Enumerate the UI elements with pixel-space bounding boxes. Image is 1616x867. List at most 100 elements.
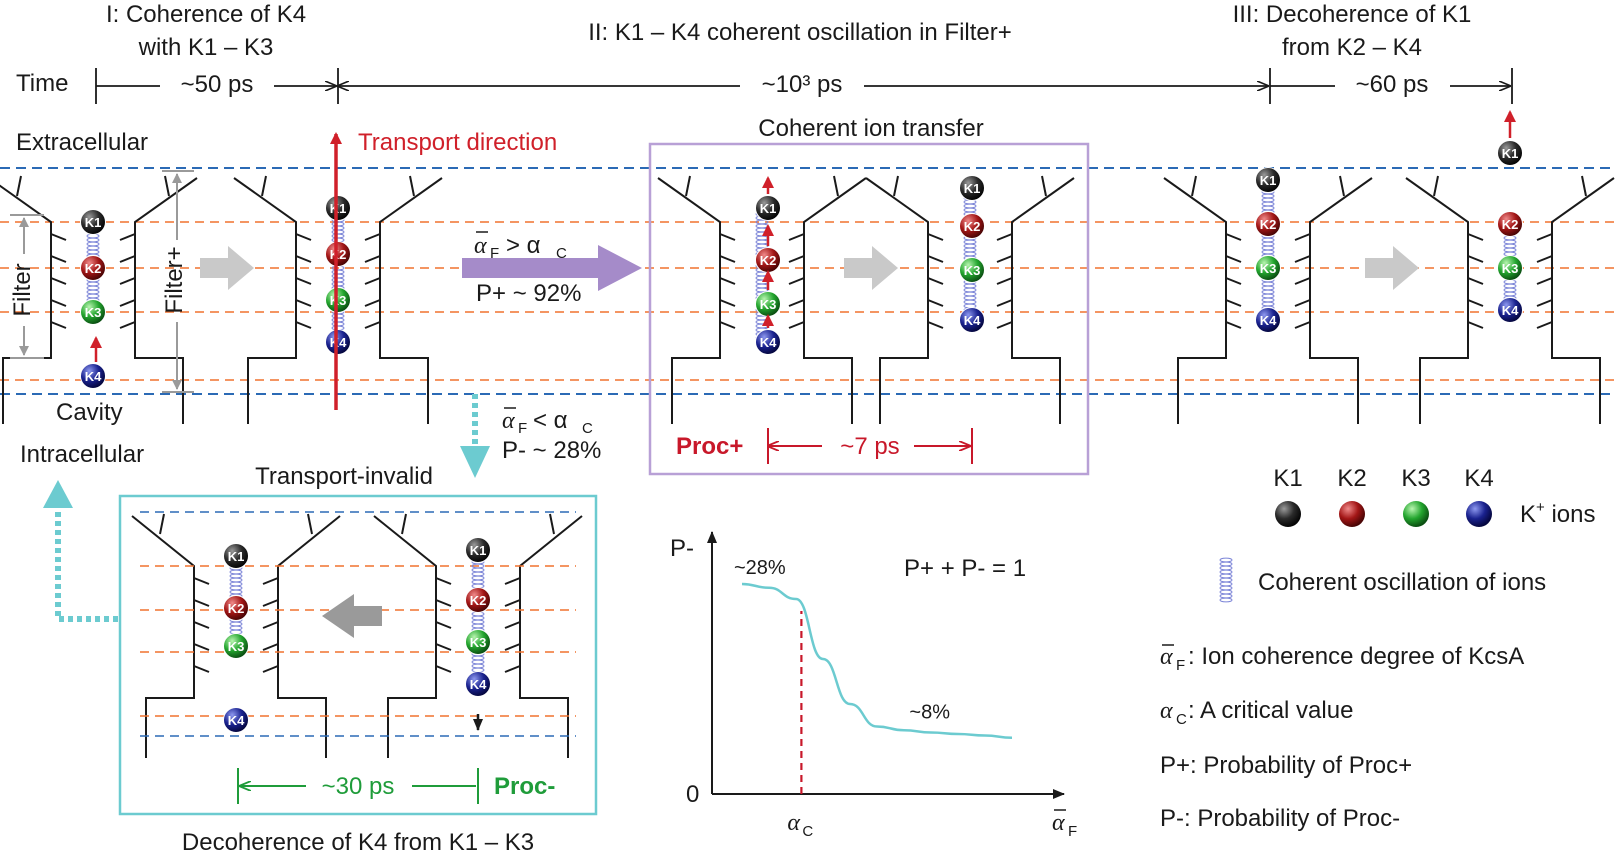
channel-panel-5-tooth-right-2 [1294,277,1311,285]
ion-p8-k1: K1 [465,537,491,563]
ion-p7-k1-label: K1 [228,549,245,564]
ion-p7-k4: K4 [223,707,249,733]
channel-panel-8 [373,513,583,758]
ion-p3-k1: K1 [755,195,781,221]
channel-panel-2-tooth-right-0 [364,233,381,241]
ion-p2-k3-ball [325,287,351,313]
ion-p4-k3-ball [959,257,985,283]
ion-p6-k1-label: K1 [1502,146,1519,161]
chart-x-label-sub: F [1068,823,1077,840]
channel-panel-4-tooth-right-4 [996,321,1013,329]
ion-p7-k2-label: K2 [228,601,245,616]
p-minus-value: P- ~ 28% [502,437,601,464]
legend-p-minus-def: P-: Probability of Proc- [1160,805,1400,832]
legend-k1-ball [1275,501,1301,527]
ion-p8-k1-label: K1 [470,543,487,558]
channel-panel-6-tooth-left-0 [1467,233,1484,241]
ion-p1-k1: K1 [80,209,106,235]
spring-panel-3-coil [755,207,769,341]
stage3-duration: ~60 ps [1356,71,1429,98]
ion-p2-k1-ball [325,195,351,221]
ion-p7-k3: K3 [223,633,249,659]
cavity-label: Cavity [56,399,123,426]
channel-panel-7-tooth-left-4 [193,665,210,673]
ion-p8-k4-ball [465,671,491,697]
chart-annotation-low: ~8% [909,701,950,723]
legend-k3-ball [1403,501,1429,527]
stage-arrow-3 [1365,246,1419,290]
p-plus-value: P+ ~ 92% [476,280,581,307]
ion-p3-k1-label: K1 [760,201,777,216]
legend-k2-label: K2 [1337,465,1366,492]
ion-p8-k3-ball [465,629,491,655]
channel-panel-1-left-branch [16,175,22,197]
condition-less-text: < α [533,407,568,434]
ion-p6-k4-label: K4 [1502,303,1519,318]
time-label: Time [16,70,68,97]
channel-panel-8-tooth-right-2 [504,621,521,629]
transport-invalid-box [118,494,598,816]
spring-panel-5 [1261,177,1275,319]
channel-panel-5-tooth-right-0 [1294,233,1311,241]
channel-panel-2-left-wall [233,177,297,424]
channel-panel-5-tooth-left-3 [1225,299,1242,307]
ion-p1-k2-ball [80,255,106,281]
channel-panel-1-tooth-left-3 [50,299,67,307]
channel-panel-2-tooth-right-4 [364,321,381,329]
ion-p4-k4-ball [959,307,985,333]
channel-panel-6-tooth-right-1 [1536,255,1553,263]
ion-p4-k4: K4 [959,307,985,333]
channel-panel-2-tooth-left-3 [295,299,312,307]
channel-panel-2-left-branch [261,175,267,197]
ion-p5-k2: K2 [1255,211,1281,237]
channel-panel-8-left-wall [373,515,437,758]
ion-p6-k2: K2 [1497,211,1523,237]
channel-panel-8-right-branch [549,513,555,535]
legend-ions-word: ions [1545,501,1596,528]
stage1-duration: ~50 ps [181,71,254,98]
channel-panel-4-right-wall [1011,177,1075,424]
ion-p2-k4: K4 [325,329,351,355]
coil-spring-icon [1219,557,1233,603]
ion-p5-k3-ball [1255,255,1281,281]
channel-panel-6-right-branch [1581,175,1587,197]
ion-p2-k4-ball [325,329,351,355]
channel-panel-8-tooth-left-0 [435,577,452,585]
intracellular-label: Intracellular [20,441,144,468]
spring-panel-3 [755,207,769,341]
ion-p4-k1-ball [959,175,985,201]
spring-panel-2 [331,205,345,339]
legend-alpha-f-sub: F [1176,657,1185,674]
channel-panel-4-tooth-left-1 [927,255,944,263]
chart-series-line [741,582,1013,739]
channel-panel-3-tooth-left-3 [719,299,736,307]
chart-critical-label: α [787,810,800,836]
channel-panel-6-tooth-right-0 [1536,233,1553,241]
channel-panel-4-right-branch [1041,175,1047,197]
legend-alpha-c-symbol: α [1160,698,1173,724]
channel-panel-4-tooth-left-4 [927,321,944,329]
chart-y-label: P- [670,535,694,562]
legend-spring-coil-coil [1219,557,1233,603]
channel-panel-3-tooth-right-4 [788,321,805,329]
legend-k4-label: K4 [1464,465,1493,492]
channel-panel-3-right-wall [803,177,867,424]
stage3-title-line1: III: Decoherence of K1 [1233,1,1472,28]
channel-panel-8-tooth-right-0 [504,577,521,585]
alpha-f-sub-1: F [490,245,499,262]
condition-greater: α F > α C [474,231,567,262]
channel-panel-4-tooth-right-1 [996,255,1013,263]
channel-panel-2-right-branch [409,175,415,197]
channel-panel-8-tooth-right-1 [504,599,521,607]
ion-p6-k3-ball [1497,255,1523,281]
channel-panel-3-right-branch [833,175,839,197]
stage-arrow-back [322,594,382,638]
channel-panel-7 [131,513,341,758]
ion-p7-k2: K2 [223,595,249,621]
spring-panel-8 [471,547,485,681]
channel-panel-5-tooth-left-1 [1225,255,1242,263]
channel-panel-2 [233,175,443,424]
ion-p8-k2-label: K2 [470,593,487,608]
channel-panel-7-tooth-right-0 [262,577,279,585]
